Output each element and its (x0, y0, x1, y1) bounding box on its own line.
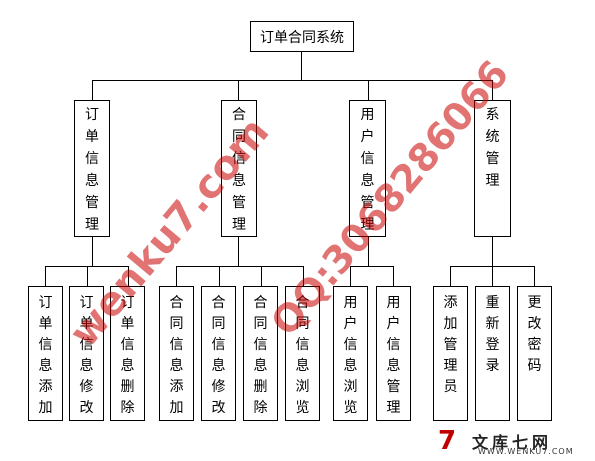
site-logo: 7 文库七网 WWW.WENKU7.COM (438, 428, 588, 458)
connector-module-1-down (92, 236, 93, 266)
leaf-node-contract-browse: 合 同 信 息 浏 览 (285, 286, 320, 421)
connector-leaf-10 (450, 266, 451, 287)
connector-bus-2 (176, 266, 304, 267)
leaf-node-contract-delete: 合 同 信 息 删 除 (243, 286, 278, 421)
leaf-label: 用 户 信 息 浏 览 (343, 295, 358, 416)
connector-leaf-11 (492, 266, 493, 287)
connector-leaf-12 (534, 266, 535, 287)
leaf-node-user-manage: 用 户 信 息 管 理 (376, 286, 411, 421)
connector-leaf-8 (350, 266, 351, 287)
module-node-user: 用 户 信 息 管 理 (349, 100, 386, 237)
leaf-node-add-admin: 添 加 管 理 员 (433, 286, 468, 421)
leaf-node-contract-edit: 合 同 信 息 修 改 (201, 286, 236, 421)
leaf-label: 订 单 信 息 添 加 (38, 295, 53, 416)
leaf-label: 重 新 登 录 (485, 295, 500, 374)
leaf-node-relogin: 重 新 登 录 (475, 286, 510, 421)
connector-module-4 (492, 80, 493, 101)
leaf-node-order-add: 订 单 信 息 添 加 (28, 286, 63, 421)
leaf-label: 订 单 信 息 修 改 (79, 295, 94, 416)
root-node: 订单合同系统 (250, 21, 354, 52)
connector-module-3 (368, 80, 369, 101)
root-node-label: 订单合同系统 (260, 29, 344, 46)
connector-module-3-down (368, 236, 369, 266)
module-node-order: 订 单 信 息 管 理 (74, 100, 110, 237)
leaf-node-order-edit: 订 单 信 息 修 改 (69, 286, 104, 421)
leaf-label: 合 同 信 息 修 改 (211, 295, 226, 416)
connector-leaf-1 (45, 266, 46, 287)
module-label-order: 订 单 信 息 管 理 (85, 107, 99, 233)
connector-leaf-7 (303, 266, 304, 287)
connector-module-2 (238, 80, 239, 101)
leaf-label: 更 改 密 码 (527, 295, 542, 374)
module-node-contract: 合 同 信 息 管 理 (221, 100, 257, 237)
module-node-system: 系 统 管 理 (474, 100, 511, 237)
leaf-node-change-password: 更 改 密 码 (517, 286, 552, 421)
connector-bus-3 (350, 266, 394, 267)
connector-module-4-down (492, 236, 493, 266)
module-label-user: 用 户 信 息 管 理 (360, 107, 375, 233)
connector-leaf-4 (176, 266, 177, 287)
connector-leaf-6 (261, 266, 262, 287)
leaf-label: 用 户 信 息 管 理 (386, 295, 401, 416)
logo-mark: 7 (438, 426, 457, 456)
leaf-node-user-browse: 用 户 信 息 浏 览 (333, 286, 368, 421)
module-label-contract: 合 同 信 息 管 理 (232, 107, 246, 233)
connector-leaf-9 (393, 266, 394, 287)
connector-leaf-5 (219, 266, 220, 287)
connector-module-2-down (238, 236, 239, 266)
connector-module-1 (92, 80, 93, 101)
leaf-node-order-delete: 订 单 信 息 删 除 (110, 286, 145, 421)
logo-name: 文库七网 (472, 433, 553, 452)
leaf-label: 订 单 信 息 删 除 (120, 295, 135, 416)
leaf-label: 合 同 信 息 删 除 (253, 295, 268, 416)
connector-top-bus (92, 80, 493, 81)
leaf-label: 合 同 信 息 添 加 (169, 295, 184, 416)
leaf-label: 合 同 信 息 浏 览 (295, 295, 310, 416)
connector-root-down (301, 51, 302, 80)
leaf-label: 添 加 管 理 员 (443, 295, 458, 395)
connector-leaf-2 (87, 266, 88, 287)
module-label-system: 系 统 管 理 (485, 107, 500, 189)
leaf-node-contract-add: 合 同 信 息 添 加 (159, 286, 194, 421)
connector-leaf-3 (128, 266, 129, 287)
logo-url: WWW.WENKU7.COM (478, 447, 574, 456)
